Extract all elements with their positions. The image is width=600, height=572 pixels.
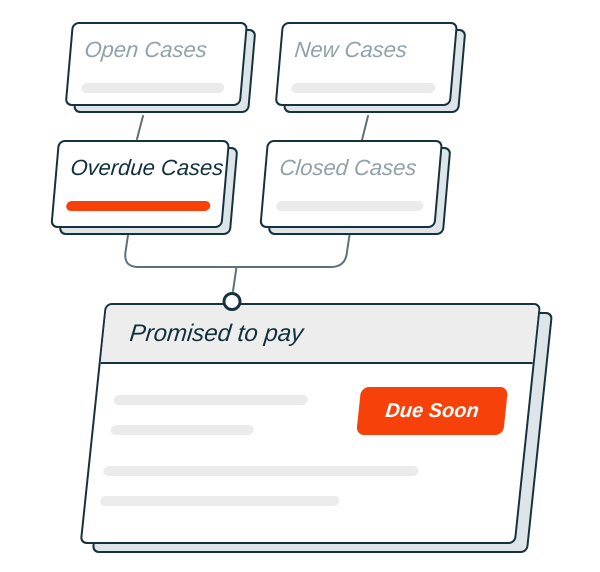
detail-card-body: Due Soon — [82, 366, 532, 542]
card-label: Overdue Cases — [69, 155, 225, 180]
connector-stem — [232, 266, 238, 292]
card-label: Open Cases — [83, 37, 208, 62]
card-face: Overdue Cases — [50, 140, 231, 228]
connector-open-to-overdue — [136, 115, 144, 140]
connector-new-to-closed — [361, 115, 369, 141]
card-face: Open Cases — [64, 22, 248, 106]
card-open-cases[interactable]: Open Cases — [64, 22, 257, 113]
card-new-cases[interactable]: New Cases — [274, 22, 467, 113]
card-overdue-cases[interactable]: Overdue Cases — [50, 140, 239, 235]
detail-card-title: Promised to pay — [128, 319, 305, 347]
skeleton-line — [290, 83, 436, 93]
skeleton-line — [80, 83, 225, 93]
skeleton-line — [99, 496, 340, 506]
connector-bracket — [124, 234, 351, 268]
card-face: Promised to pay Due Soon — [79, 303, 542, 544]
due-soon-badge[interactable]: Due Soon — [356, 387, 509, 435]
skeleton-line — [275, 201, 424, 211]
card-face: New Cases — [274, 22, 458, 106]
active-indicator-bar — [65, 201, 211, 211]
card-closed-cases[interactable]: Closed Cases — [259, 140, 452, 235]
card-label: New Cases — [293, 37, 409, 62]
skeleton-line — [110, 425, 255, 435]
skeleton-line — [113, 395, 309, 405]
skeleton-line — [102, 466, 419, 476]
detail-card-promised-to-pay[interactable]: Promised to pay Due Soon — [79, 303, 554, 553]
detail-card-header: Promised to pay — [100, 305, 539, 364]
card-label: Closed Cases — [278, 155, 418, 180]
due-soon-badge-label: Due Soon — [384, 399, 481, 422]
card-face: Closed Cases — [259, 140, 443, 228]
